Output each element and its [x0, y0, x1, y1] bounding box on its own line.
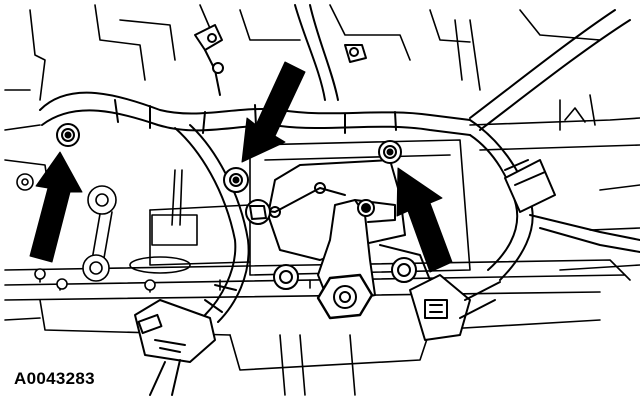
right-connector [409, 274, 501, 341]
bolt-upper-left [56, 123, 80, 147]
arrow-center-bolt [241, 61, 306, 163]
callouts [29, 61, 453, 273]
bolt-center [223, 167, 249, 193]
top-stud [344, 44, 367, 63]
switch-bolt-left [245, 199, 271, 225]
transmission-case [4, 4, 640, 396]
figure-id-label: A0043283 [14, 369, 95, 388]
wiring-harness [39, 4, 640, 323]
harness-clip-right [504, 159, 556, 213]
bolt-right [378, 140, 402, 164]
range-selector-switch [259, 159, 431, 320]
arrow-right-bolt [396, 167, 453, 273]
arrow-upper-left-bolt [29, 151, 83, 263]
left-lower-connector [134, 299, 216, 396]
